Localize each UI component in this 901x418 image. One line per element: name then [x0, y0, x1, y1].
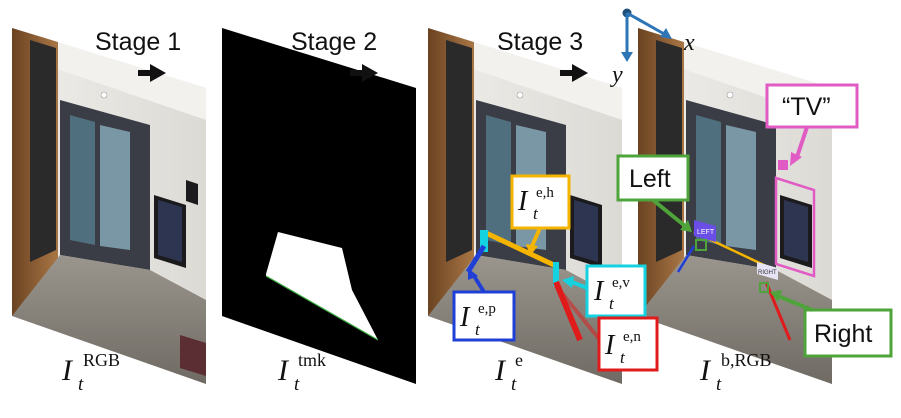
svg-text:t: t [294, 374, 300, 395]
svg-text:Left: Left [629, 165, 671, 193]
svg-text:e,n: e,n [623, 329, 641, 345]
svg-text:I: I [494, 354, 507, 387]
svg-text:I: I [61, 354, 74, 387]
edge-label-negative: I t e,n [597, 316, 659, 372]
panel-annotated: LEFT RIGHT [638, 28, 832, 384]
stage-2-arrow [350, 64, 378, 82]
caption-rgb: I t RGB [61, 350, 120, 395]
panel-rgb [12, 28, 206, 384]
stage-2-label: Stage 2 [291, 28, 377, 56]
edge-horizontal [482, 229, 558, 269]
svg-text:t: t [475, 320, 481, 339]
svg-text:e,h: e,h [536, 185, 554, 201]
right-sign [757, 262, 778, 280]
svg-text:Right: Right [814, 320, 872, 348]
caption-annotated: I t b,RGB [699, 350, 772, 395]
stage-3-label: Stage 3 [497, 28, 583, 56]
right-sign-text: RIGHT [758, 270, 777, 276]
axes-indicator [621, 8, 672, 62]
left-sign-text: LEFT [697, 229, 715, 236]
stage-1-arrow [138, 64, 166, 82]
left-sign [694, 220, 716, 242]
callout-right: Right [770, 290, 893, 358]
svg-text:b,RGB: b,RGB [721, 350, 772, 370]
caption-edges: I t e [494, 350, 523, 395]
edge-label-positive: I t e,p [452, 268, 516, 342]
svg-text:RGB: RGB [83, 350, 120, 370]
edge-label-horizontal: I t e,h [510, 174, 571, 256]
y-axis-label: y [610, 62, 623, 88]
svg-text:t: t [620, 348, 626, 367]
svg-text:t: t [533, 204, 539, 223]
svg-text:e,v: e,v [612, 275, 630, 291]
svg-text:t: t [78, 374, 84, 395]
svg-text:I: I [593, 276, 605, 307]
traversable-region [266, 232, 378, 340]
svg-text:tmk: tmk [298, 350, 326, 370]
stage-3-arrow [560, 64, 588, 82]
panel-mask [222, 28, 416, 384]
svg-text:I: I [459, 302, 471, 333]
svg-text:e,p: e,p [478, 301, 496, 317]
svg-text:e: e [515, 350, 523, 370]
svg-text:t: t [609, 294, 615, 313]
caption-tmk: I t tmk [277, 350, 326, 395]
svg-text:t: t [716, 374, 722, 395]
callout-left: Left [616, 154, 692, 232]
svg-text:“TV”: “TV” [782, 93, 831, 121]
edge-positive [465, 244, 487, 274]
stage-1-label: Stage 1 [95, 28, 181, 56]
svg-text:I: I [517, 186, 529, 217]
svg-text:I: I [699, 354, 712, 387]
callout-tv: “TV” [765, 83, 859, 166]
svg-text:t: t [511, 374, 517, 395]
svg-text:I: I [604, 330, 616, 361]
svg-text:I: I [277, 354, 290, 387]
x-axis-label: x [683, 30, 695, 56]
edge-label-vertical: I t e,v [562, 264, 647, 318]
